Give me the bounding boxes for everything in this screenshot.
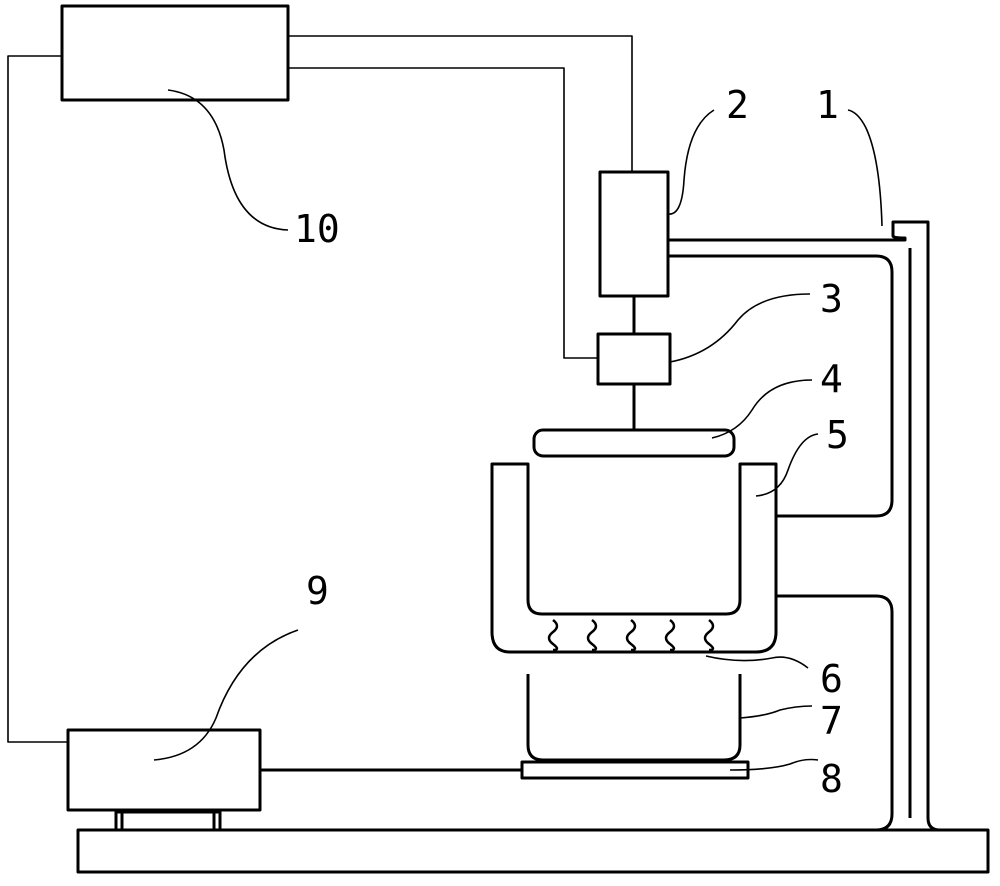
base-unit <box>66 728 262 812</box>
control-box <box>60 4 290 102</box>
heating-element <box>547 619 715 652</box>
leader-1 <box>847 109 883 227</box>
upper-support-arm <box>668 254 894 518</box>
leader-10 <box>167 89 289 231</box>
label-7: 7 <box>820 699 843 743</box>
leader-9 <box>153 629 299 761</box>
label-9: 9 <box>306 569 329 613</box>
inner-container <box>526 674 742 762</box>
coupling-box <box>596 332 672 386</box>
base-plate <box>76 828 990 874</box>
leader-3 <box>669 293 811 363</box>
leader-2 <box>667 109 715 215</box>
leader-6 <box>705 655 809 669</box>
label-6: 6 <box>820 657 843 701</box>
label-10: 10 <box>294 207 340 251</box>
label-5: 5 <box>826 413 849 457</box>
label-1: 1 <box>816 83 839 127</box>
leader-4 <box>711 379 813 439</box>
wire-control-to-coupling <box>288 67 598 359</box>
frame <box>668 220 988 832</box>
support-plate <box>520 760 750 780</box>
motor-box <box>598 170 670 298</box>
label-2: 2 <box>726 83 749 127</box>
label-4: 4 <box>820 357 843 401</box>
lower-support-arm <box>776 594 894 832</box>
label-8: 8 <box>820 757 843 801</box>
base-unit-foot-left <box>114 808 124 832</box>
leader-8 <box>729 758 819 771</box>
leader-5 <box>755 433 819 497</box>
base-unit-foot-right <box>212 808 222 832</box>
wire-control-to-base <box>7 55 68 743</box>
pressing-plate <box>532 428 736 458</box>
wire-control-to-motor <box>288 35 633 172</box>
leader-7 <box>739 705 813 719</box>
label-3: 3 <box>820 277 843 321</box>
outer-vessel <box>490 462 778 654</box>
